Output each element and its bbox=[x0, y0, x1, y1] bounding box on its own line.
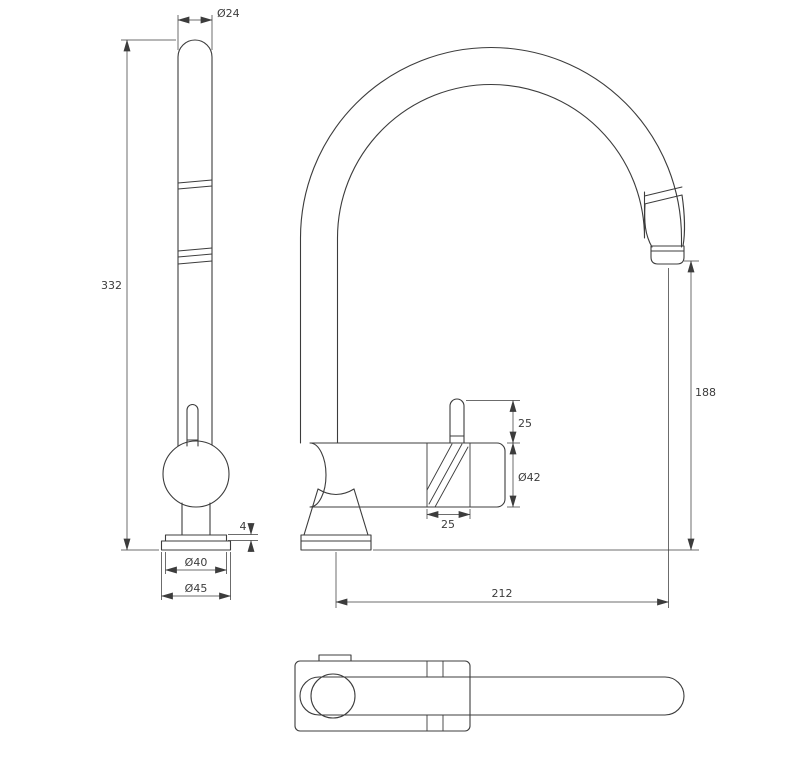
dim-label-base-thickness: 4 bbox=[240, 520, 247, 533]
handle-outline bbox=[449, 398, 465, 444]
dim-label-base-upper: Ø40 bbox=[185, 556, 208, 569]
spout-seam-line bbox=[177, 185, 213, 190]
front-view-dimensions: 25 Ø42 25 188 212 bbox=[335, 260, 716, 608]
side-handle-outline bbox=[186, 404, 199, 447]
valve-seam-line bbox=[426, 442, 471, 508]
front-base-flange bbox=[300, 534, 372, 551]
valve-diagonal-line bbox=[426, 443, 469, 508]
base-cone bbox=[303, 488, 369, 536]
top-handle-tab bbox=[318, 654, 352, 662]
dim-label-handle-height: 25 bbox=[518, 417, 532, 430]
side-view-dimensions: Ø24 332 4 Ø40 Ø45 bbox=[101, 7, 258, 600]
dim-label-base-lower: Ø45 bbox=[185, 582, 208, 595]
extension-line bbox=[228, 534, 258, 541]
base-upper-plate bbox=[164, 534, 228, 542]
spray-head-outline bbox=[644, 194, 685, 248]
base-lower-plate bbox=[160, 540, 232, 551]
top-view bbox=[294, 654, 685, 732]
dim-label-body-diameter: Ø42 bbox=[518, 471, 541, 484]
spout-outline bbox=[177, 39, 213, 447]
dim-label-outlet-height: 188 bbox=[695, 386, 716, 399]
dim-label-cartridge-width: 25 bbox=[441, 518, 455, 531]
top-body-outline bbox=[294, 660, 471, 732]
top-spout-capsule bbox=[299, 676, 685, 716]
top-column-circle bbox=[310, 673, 356, 719]
side-body-circle bbox=[162, 440, 230, 508]
spout-seam-line bbox=[177, 253, 213, 258]
spray-nozzle bbox=[650, 245, 685, 265]
body-outline bbox=[309, 442, 506, 508]
dim-label-spout-diameter: Ø24 bbox=[217, 7, 240, 20]
front-view bbox=[299, 47, 685, 551]
extension-line bbox=[466, 400, 520, 508]
base-stem-lines bbox=[181, 502, 211, 536]
spout-seam-line bbox=[177, 260, 213, 265]
gooseneck-inner bbox=[336, 84, 646, 444]
spray-head-seam bbox=[644, 186, 683, 205]
extension-line bbox=[161, 552, 231, 600]
spout-seam-line bbox=[177, 179, 213, 184]
spout-seam-line bbox=[177, 247, 213, 252]
gooseneck-outer bbox=[299, 47, 683, 444]
top-valve-seam bbox=[426, 660, 444, 732]
side-view bbox=[160, 39, 232, 551]
extension-line bbox=[121, 39, 176, 551]
dim-label-spout-reach: 212 bbox=[492, 587, 513, 600]
extension-line bbox=[335, 268, 669, 608]
dim-label-overall-height: 332 bbox=[101, 279, 122, 292]
